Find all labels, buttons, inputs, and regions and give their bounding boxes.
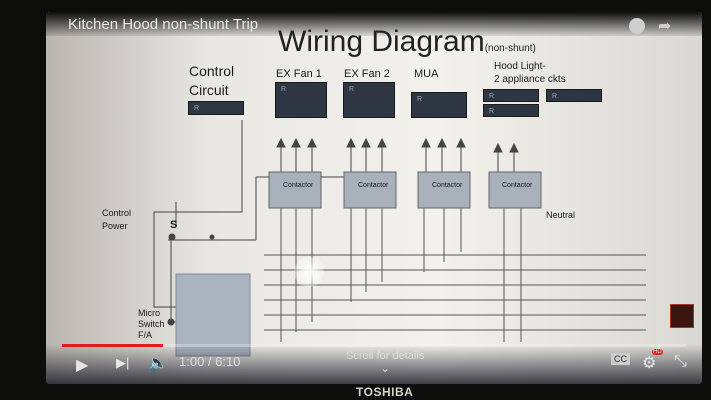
panel-label: EX Fan 1 [276, 68, 322, 80]
breaker-mua: R [411, 92, 467, 118]
watch-later-icon[interactable] [629, 18, 645, 34]
time-display: 1:00 / 6:10 [179, 354, 241, 369]
breaker-ex-fan-1: R [275, 82, 327, 118]
scroll-for-details[interactable]: Scroll for details⌄ [346, 350, 425, 375]
share-icon[interactable]: ➦ [658, 18, 672, 35]
switch-label: S [170, 219, 178, 231]
captions-button[interactable]: CC [611, 353, 630, 365]
contactor-label: Contactor [358, 182, 389, 189]
screen-glare [294, 257, 324, 287]
channel-watermark[interactable] [670, 304, 694, 328]
slide-heading: Wiring Diagram(non-shunt) [278, 25, 536, 58]
hd-badge: HD [652, 349, 663, 355]
breaker-appliance-2: R [483, 104, 539, 117]
hood-light-label: Hood Light-2 appliance ckts [494, 61, 566, 85]
breaker-hood-light: R [483, 89, 539, 102]
play-icon[interactable]: ▶ [76, 357, 89, 374]
settings-icon[interactable]: ⚙ [642, 355, 657, 372]
wiring-diagram [153, 120, 646, 357]
contactors [268, 171, 542, 209]
neutral-label: Neutral [546, 210, 576, 220]
video-player[interactable]: Wiring Diagram(non-shunt) Kitchen Hood n… [46, 12, 702, 384]
breaker-appliance-1: R [546, 89, 602, 102]
top-bar [46, 12, 702, 36]
breaker-control: R [188, 101, 244, 115]
contactor-label: Contactor [283, 182, 314, 189]
video-title[interactable]: Kitchen Hood non-shunt Trip [68, 16, 259, 33]
breaker-ex-fan-2: R [343, 82, 395, 118]
contactor-label: Contactor [502, 182, 533, 189]
contactor-label: Contactor [432, 182, 463, 189]
next-icon[interactable]: ▶| [116, 355, 130, 370]
volume-icon[interactable]: 🔈 [148, 355, 168, 372]
panel-label: EX Fan 2 [344, 68, 390, 80]
exit-fullscreen-icon[interactable]: ⤡ [674, 353, 687, 370]
panel-label: MUA [414, 68, 439, 80]
laptop-brand: TOSHIBA [356, 385, 414, 399]
progress-bar[interactable] [62, 344, 686, 347]
progress-fill [62, 344, 164, 347]
control-bar [46, 344, 702, 384]
